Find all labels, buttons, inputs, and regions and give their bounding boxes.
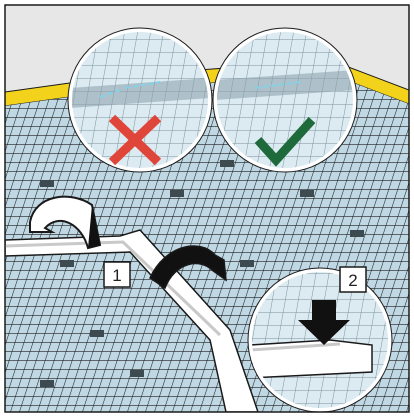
- press-arrow: [298, 300, 350, 345]
- svg-text:2: 2: [348, 271, 357, 290]
- detail-magnifier-correct: [212, 27, 358, 173]
- check-icon: [254, 116, 316, 167]
- detail-magnifier-step-2: [247, 267, 393, 412]
- svg-text:1: 1: [112, 266, 121, 285]
- cross-icon: [108, 114, 162, 166]
- fold-arrow-middle: [149, 245, 227, 290]
- step-marker-1: 1: [103, 261, 131, 288]
- detail-magnifier-wrong: [67, 27, 213, 173]
- frame-border: [4, 4, 410, 413]
- step-marker-2: 2: [339, 266, 367, 293]
